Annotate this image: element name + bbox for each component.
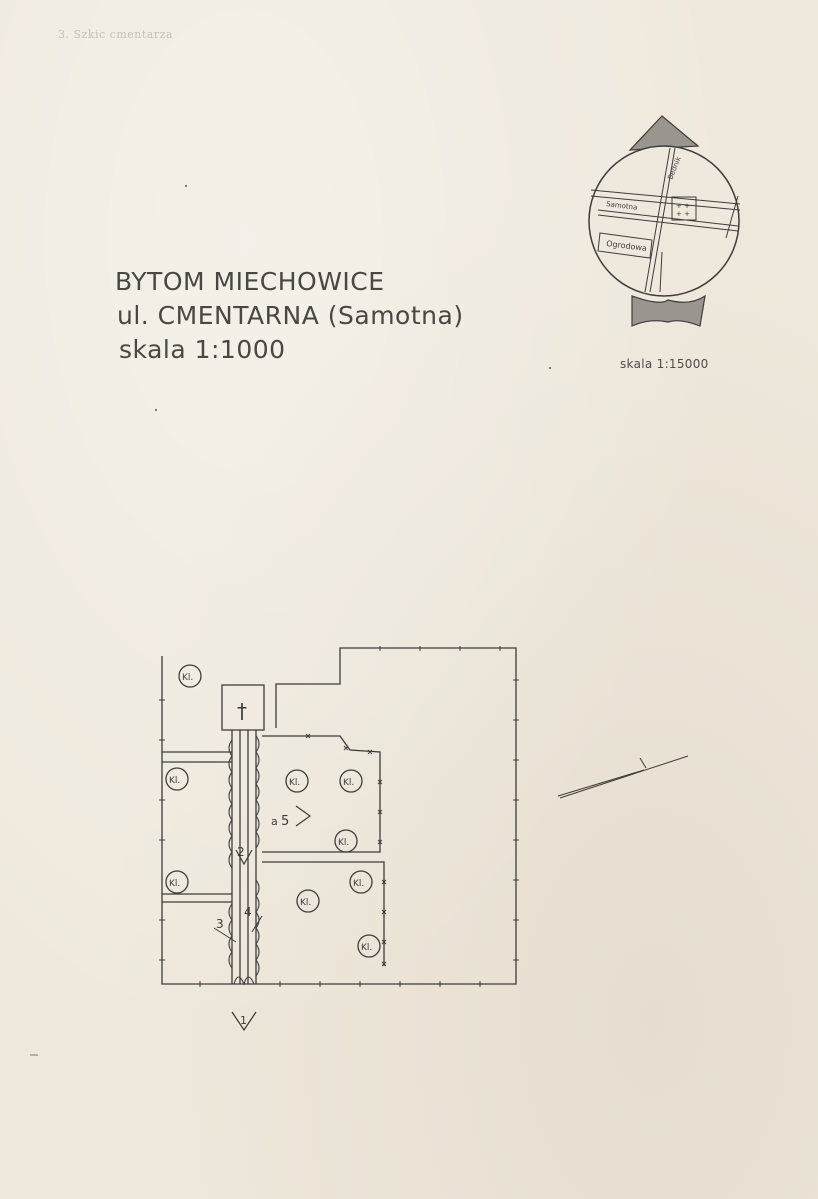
arrow-5-icon	[295, 805, 312, 827]
dust-speck	[155, 409, 157, 411]
inset-street-samotna: Samotna	[606, 200, 638, 212]
cemetery-plan	[159, 646, 519, 1032]
inset-scale-label: skala 1:15000	[620, 357, 709, 371]
area-label-1: Kl.	[182, 673, 193, 683]
title-location: BYTOM MIECHOWICE	[115, 267, 385, 296]
area-label-7: Kl.	[300, 898, 311, 908]
lower-right-field	[262, 861, 385, 966]
title-scale: skala 1:1000	[119, 335, 286, 364]
number-1: 1	[240, 1014, 247, 1027]
inset-cross-marks-2: + +	[676, 210, 690, 218]
marker-a: a	[271, 815, 278, 828]
inset-location-map	[588, 115, 741, 327]
title-street: ul. CMENTARNA (Samotna)	[117, 301, 464, 330]
north-arrow-icon	[628, 115, 700, 151]
area-label-4: Kl.	[289, 778, 300, 788]
number-5: 5	[281, 814, 289, 829]
area-label-9: Kl.	[361, 943, 372, 953]
plan-outer-boundary	[161, 647, 517, 985]
area-label-3: Kl.	[169, 879, 180, 889]
inset-cross-marks: + +	[676, 202, 690, 210]
number-2: 2	[237, 845, 245, 859]
faint-page-header: 3. Szkic cmentarza	[58, 28, 173, 41]
area-label-2: Kl.	[169, 776, 180, 786]
inset-circle	[588, 145, 740, 297]
plan-labels: † Kl. Kl. Kl. Kl. Kl. Kl. Kl. Kl. Kl. a …	[169, 673, 372, 1027]
number-3: 3	[216, 917, 224, 931]
area-label-6: Kl.	[338, 838, 349, 848]
arrow-2-icon	[235, 849, 253, 866]
compass-base-icon	[631, 294, 706, 327]
dust-speck	[549, 367, 551, 369]
number-4: 4	[244, 905, 252, 919]
map-title-block: BYTOM MIECHOWICE ul. CMENTARNA (Samotna)…	[115, 265, 464, 367]
dust-speck	[185, 185, 187, 187]
pencil-marks	[557, 755, 689, 799]
entrance-arrow-icon	[231, 1011, 257, 1032]
area-label-5: Kl.	[343, 778, 354, 788]
chapel-cross-icon: †	[237, 699, 247, 723]
area-label-8: Kl.	[353, 879, 364, 889]
upper-right-field	[262, 735, 381, 853]
chapel-building	[221, 684, 265, 731]
